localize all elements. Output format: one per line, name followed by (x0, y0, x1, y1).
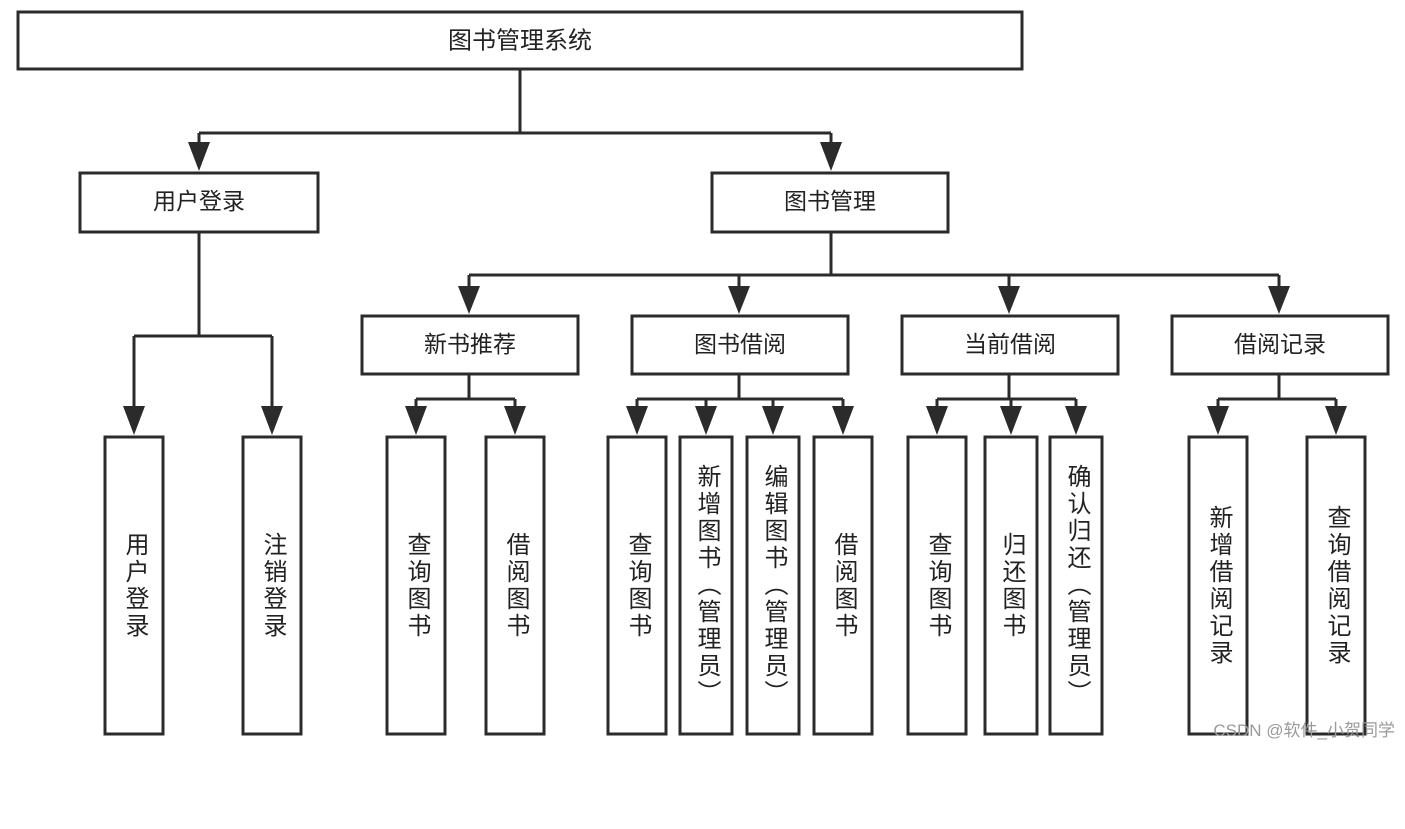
node-new-book-rec-box[interactable] (360, 314, 580, 376)
node-root-label: 图书管理系统 (448, 27, 592, 54)
connector-group-book-borrow (626, 374, 854, 435)
node-user-login[interactable]: 用户登录 (78, 171, 320, 234)
node-book-manage-label: 图书管理 (784, 188, 876, 214)
arrow-head-user-login (188, 142, 210, 171)
node-borrow-record[interactable]: 借阅记录 (1170, 314, 1390, 376)
node-new-book-rec-label: 新书推荐 (424, 331, 516, 357)
leaf-edit-book-box[interactable] (745, 435, 801, 736)
leaf-confirm-return-box[interactable] (1048, 435, 1104, 736)
connector-group-new-book-rec (405, 374, 526, 435)
node-book-borrow-label: 图书借阅 (694, 331, 786, 357)
arrow-head-leaf-add-borrow-record (1207, 406, 1229, 435)
node-book-borrow-box[interactable] (630, 314, 850, 376)
leaf-borrow-book-box[interactable] (812, 435, 874, 736)
arrow-head-new-book-rec (458, 286, 480, 314)
node-current-borrow-box[interactable] (900, 314, 1120, 376)
arrow-head-borrow-record (1268, 286, 1290, 314)
arrow-head-book-manage (820, 142, 842, 171)
arrow-head-leaf-query-book-current (926, 406, 948, 435)
arrow-head-leaf-query-book-borrow (626, 406, 648, 435)
leaf-add-borrow-record-box[interactable] (1187, 435, 1249, 736)
node-borrow-record-label: 借阅记录 (1234, 331, 1326, 357)
node-user-login-box[interactable] (78, 171, 320, 234)
leaf-add-book-box[interactable] (678, 435, 734, 736)
tree-diagram-svg: 图书管理系统 用户登录 图书管理 新书推荐 图书借阅 当前借阅 借阅记录 (16, 10, 1390, 736)
node-root[interactable]: 图书管理系统 (16, 10, 1024, 71)
node-new-book-rec[interactable]: 新书推荐 (360, 314, 580, 376)
arrow-head-leaf-query-book-rec (405, 406, 427, 435)
arrow-head-leaf-edit-book (762, 406, 784, 435)
node-user-login-label: 用户登录 (153, 188, 245, 214)
leaf-query-book-borrow-box[interactable] (606, 435, 668, 736)
node-root-box[interactable] (16, 10, 1024, 71)
node-current-borrow-label: 当前借阅 (964, 331, 1056, 357)
arrow-head-book-borrow (728, 286, 750, 314)
connector-group-borrow-record (1207, 374, 1347, 435)
arrow-head-leaf-borrow-book (832, 406, 854, 435)
node-borrow-record-box[interactable] (1170, 314, 1390, 376)
node-book-borrow[interactable]: 图书借阅 (630, 314, 850, 376)
connector-group-current-borrow (926, 374, 1087, 435)
leaf-return-book-box[interactable] (983, 435, 1039, 736)
leaf-box-group (103, 435, 1367, 736)
leaf-query-book-current-box[interactable] (906, 435, 968, 736)
connector-group-user-login (123, 232, 283, 435)
diagram-canvas-root: 图书管理系统 用户登录 图书管理 新书推荐 图书借阅 当前借阅 借阅记录 (16, 10, 1395, 740)
leaf-query-book-rec-box[interactable] (385, 435, 447, 736)
leaf-query-borrow-record-box[interactable] (1305, 435, 1367, 736)
connector-group-book-manage (458, 232, 1290, 314)
arrow-head-leaf-return-book (1000, 406, 1022, 435)
arrow-head-leaf-borrow-book-rec (504, 406, 526, 435)
arrow-head-leaf-confirm-return (1065, 406, 1087, 435)
leaf-borrow-book-rec-box[interactable] (484, 435, 546, 736)
arrow-head-leaf-user-login (123, 406, 145, 435)
node-current-borrow[interactable]: 当前借阅 (900, 314, 1120, 376)
leaf-user-login-box[interactable] (103, 435, 165, 736)
arrow-head-current-borrow (998, 286, 1020, 314)
connector-group-root (188, 69, 842, 171)
node-book-manage-box[interactable] (710, 171, 950, 234)
arrow-head-leaf-logout-login (261, 406, 283, 435)
arrow-head-leaf-query-borrow-record (1325, 406, 1347, 435)
arrow-head-leaf-add-book (695, 406, 717, 435)
node-book-manage[interactable]: 图书管理 (710, 171, 950, 234)
leaf-logout-login-box[interactable] (241, 435, 303, 736)
